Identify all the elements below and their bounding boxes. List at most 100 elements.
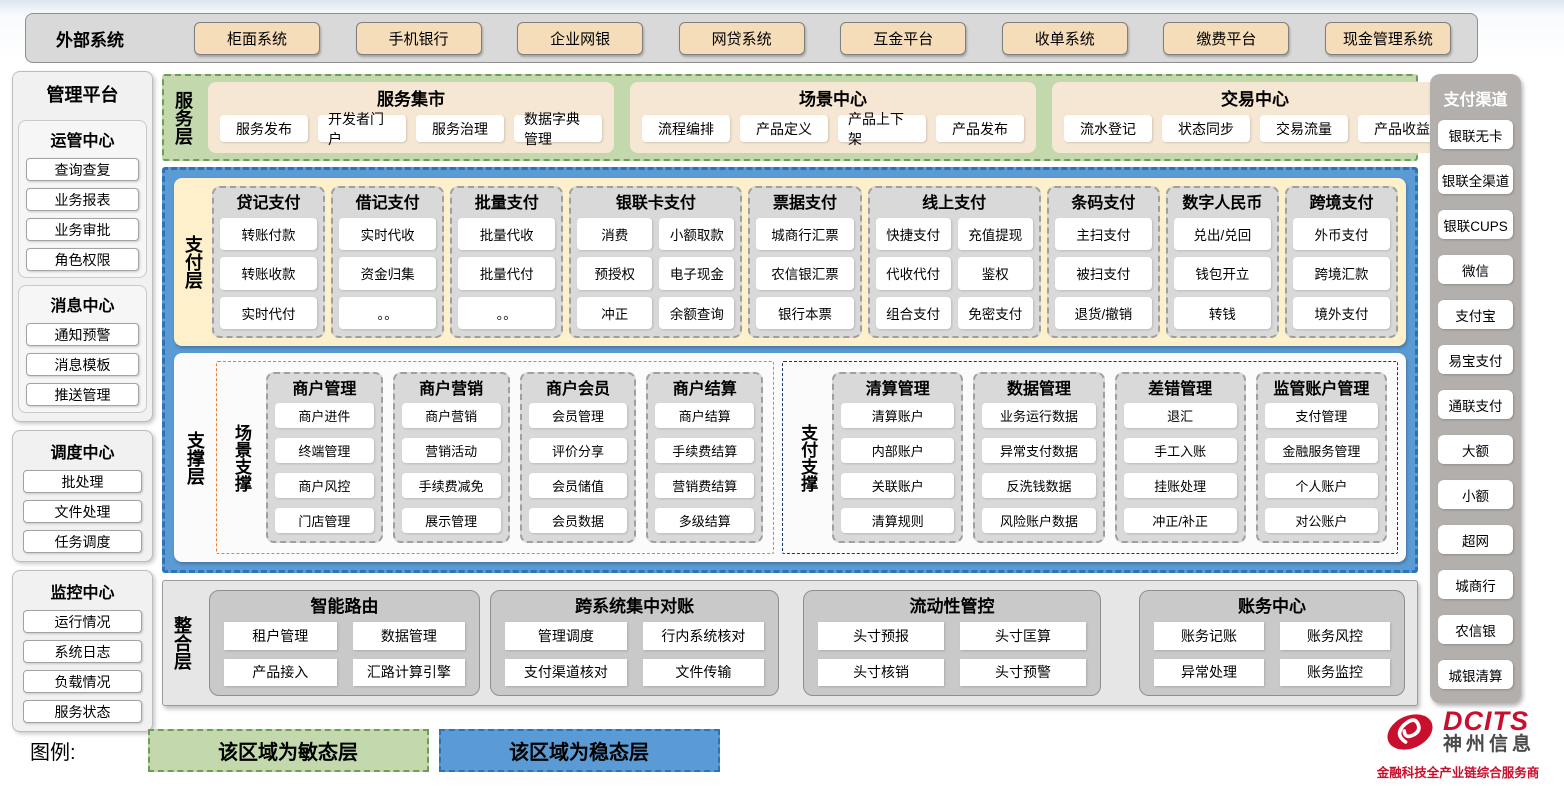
payment-channels-list: 银联无卡银联全渠道银联CUPS微信支付宝易宝支付通联支付大额小额超网城商行农信银… (1438, 120, 1513, 689)
payment-item-box: 代收代付 (876, 257, 951, 289)
support-item-box: 会员数据 (529, 508, 628, 533)
support-item-box: 会员储值 (529, 473, 628, 498)
management-item-box: 业务报表 (26, 188, 139, 211)
payment-column: 贷记支付转账付款转账收款实时代付 (212, 186, 325, 338)
payment-column-title: 批量支付 (458, 190, 555, 218)
support-column-items: 会员管理评价分享会员储值会员数据 (529, 403, 628, 533)
integration-item-box: 异常处理 (1154, 659, 1264, 687)
payment-item-box: 免密支付 (958, 297, 1033, 329)
service-section: 交易中心流水登记状态同步交易流量产品收益 (1052, 82, 1458, 153)
service-section-items: 流水登记状态同步交易流量产品收益 (1064, 111, 1446, 146)
payment-item-box: 退货/撤销 (1055, 297, 1152, 329)
service-layer: 服务层 服务集市服务发布开发者门户服务治理数据字典管理 场景中心流程编排产品定义产… (162, 74, 1418, 161)
payment-column-items: 消费小额取款预授权电子现金冲正余额查询 (577, 218, 734, 329)
external-system-box: 企业网银 (517, 22, 643, 55)
payment-column-title: 线上支付 (876, 190, 1033, 218)
service-item-box: 状态同步 (1162, 115, 1250, 142)
support-column: 商户会员会员管理评价分享会员储值会员数据 (520, 372, 637, 543)
payment-item-box: 主扫支付 (1055, 218, 1152, 250)
payment-item-box: 组合支付 (876, 297, 951, 329)
support-column-title: 差错管理 (1124, 376, 1237, 403)
payment-item-box: 城商行汇票 (756, 218, 853, 250)
service-section-title: 交易中心 (1064, 85, 1446, 111)
external-system-box: 手机银行 (356, 22, 482, 55)
support-item-box: 异常支付数据 (982, 438, 1095, 463)
external-system-box: 缴费平台 (1163, 22, 1289, 55)
support-item-box: 冲正/补正 (1124, 508, 1237, 533)
support-item-box: 商户风控 (275, 473, 374, 498)
support-item-box: 个人账户 (1265, 473, 1378, 498)
support-zone-scene: 场景支撑商户管理商户进件终端管理商户风控门店管理商户营销商户营销营销活动手续费减… (216, 361, 774, 554)
support-column-items: 商户营销营销活动手续费减免展示管理 (402, 403, 501, 533)
support-item-box: 商户结算 (655, 403, 754, 428)
integration-item-box: 账务监控 (1280, 659, 1390, 687)
payment-layer-label: 支付层 (184, 235, 202, 289)
payment-item-box: 钱包开立 (1174, 257, 1271, 289)
payment-item-box: 转账收款 (220, 257, 317, 289)
management-group: 调度中心批处理文件处理任务调度 (18, 439, 147, 553)
support-column: 清算管理清算账户内部账户关联账户清算规则 (832, 372, 963, 543)
support-zones: 场景支撑商户管理商户进件终端管理商户风控门店管理商户营销商户营销营销活动手续费减… (216, 361, 1398, 554)
integration-section-title: 账务中心 (1154, 592, 1390, 622)
integration-section: 智能路由租户管理数据管理产品接入汇路计算引擎 (209, 590, 480, 696)
support-column-title: 清算管理 (841, 376, 954, 403)
management-item-box: 推送管理 (26, 383, 139, 406)
payment-item-box: 。。 (339, 297, 436, 329)
integration-item-box: 账务风控 (1280, 622, 1390, 650)
payment-item-box: 消费 (577, 218, 652, 250)
integration-section-items: 头寸预报头寸匡算头寸核销头寸预警 (818, 622, 1086, 686)
payment-columns: 贷记支付转账付款转账收款实时代付借记支付实时代收资金归集。。批量支付批量代收批量… (212, 186, 1398, 338)
integration-item-box: 头寸核销 (818, 659, 944, 687)
service-section-title: 场景中心 (642, 85, 1024, 111)
service-item-box: 产品上下架 (838, 115, 926, 142)
logo-brand: DCITS (1443, 708, 1535, 734)
integration-item-box: 文件传输 (643, 659, 765, 687)
support-column: 数据管理业务运行数据异常支付数据反洗钱数据风险账户数据 (973, 372, 1104, 543)
integration-item-box: 管理调度 (505, 622, 626, 650)
support-item-box: 营销费结算 (655, 473, 754, 498)
integration-layer-label: 整合层 (173, 616, 191, 670)
integration-section-items: 管理调度行内系统核对支付渠道核对文件传输 (505, 622, 764, 686)
service-section-items: 流程编排产品定义产品上下架产品发布 (642, 111, 1024, 146)
payment-column-title: 票据支付 (756, 190, 853, 218)
management-item-box: 运行情况 (23, 610, 142, 633)
support-item-box: 手续费减免 (402, 473, 501, 498)
payment-column-items: 批量代收批量代付。。 (458, 218, 555, 329)
payment-item-box: 冲正 (577, 297, 652, 329)
service-layer-label: 服务层 (174, 91, 192, 145)
legend: 图例: 该区域为敏态层 该区域为稳态层 (30, 729, 720, 772)
service-section: 服务集市服务发布开发者门户服务治理数据字典管理 (208, 82, 614, 153)
external-system-box: 柜面系统 (194, 22, 320, 55)
management-group: 监控中心运行情况系统日志负载情况服务状态 (18, 579, 147, 723)
support-item-box: 金融服务管理 (1265, 438, 1378, 463)
payment-channel-box: 微信 (1438, 255, 1513, 284)
integration-section: 跨系统集中对账管理调度行内系统核对支付渠道核对文件传输 (490, 590, 779, 696)
external-system-box: 现金管理系统 (1325, 22, 1451, 55)
management-item-box: 消息模板 (26, 353, 139, 376)
payment-column-items: 城商行汇票农信银汇票银行本票 (756, 218, 853, 329)
support-column-items: 业务运行数据异常支付数据反洗钱数据风险账户数据 (982, 403, 1095, 533)
payment-column-items: 转账付款转账收款实时代付 (220, 218, 317, 329)
support-item-box: 多级结算 (655, 508, 754, 533)
support-column: 差错管理退汇手工入账挂账处理冲正/补正 (1115, 372, 1246, 543)
external-system-box: 网贷系统 (679, 22, 805, 55)
integration-sections: 智能路由租户管理数据管理产品接入汇路计算引擎跨系统集中对账管理调度行内系统核对支… (209, 590, 1405, 696)
service-section-title: 服务集市 (220, 85, 602, 111)
service-section-items: 服务发布开发者门户服务治理数据字典管理 (220, 111, 602, 146)
management-main-box: 管理平台 运管中心查询查复业务报表业务审批角色权限消息中心通知预警消息模板推送管… (12, 71, 153, 422)
service-item-box: 产品发布 (936, 115, 1024, 142)
external-systems-list: 柜面系统手机银行企业网银网贷系统互金平台收单系统缴费平台现金管理系统 (194, 22, 1451, 55)
support-zone-paysup: 支付支撑清算管理清算账户内部账户关联账户清算规则数据管理业务运行数据异常支付数据… (782, 361, 1398, 554)
payment-column: 数字人民币兑出/兑回钱包开立转钱 (1166, 186, 1279, 338)
integration-layer: 整合层 智能路由租户管理数据管理产品接入汇路计算引擎跨系统集中对账管理调度行内系… (162, 580, 1418, 706)
payment-item-box: 银行本票 (756, 297, 853, 329)
dcits-swirl-icon (1381, 706, 1439, 758)
payment-column: 借记支付实时代收资金归集。。 (331, 186, 444, 338)
payment-item-box: 快捷支付 (876, 218, 951, 250)
support-item-box: 商户进件 (275, 403, 374, 428)
payment-column: 批量支付批量代收批量代付。。 (450, 186, 563, 338)
management-item-box: 查询查复 (26, 158, 139, 181)
integration-section-items: 账务记账账务风控异常处理账务监控 (1154, 622, 1390, 686)
management-extra-groups: 调度中心批处理文件处理任务调度监控中心运行情况系统日志负载情况服务状态 (12, 430, 153, 732)
service-item-box: 数据字典管理 (514, 115, 602, 142)
